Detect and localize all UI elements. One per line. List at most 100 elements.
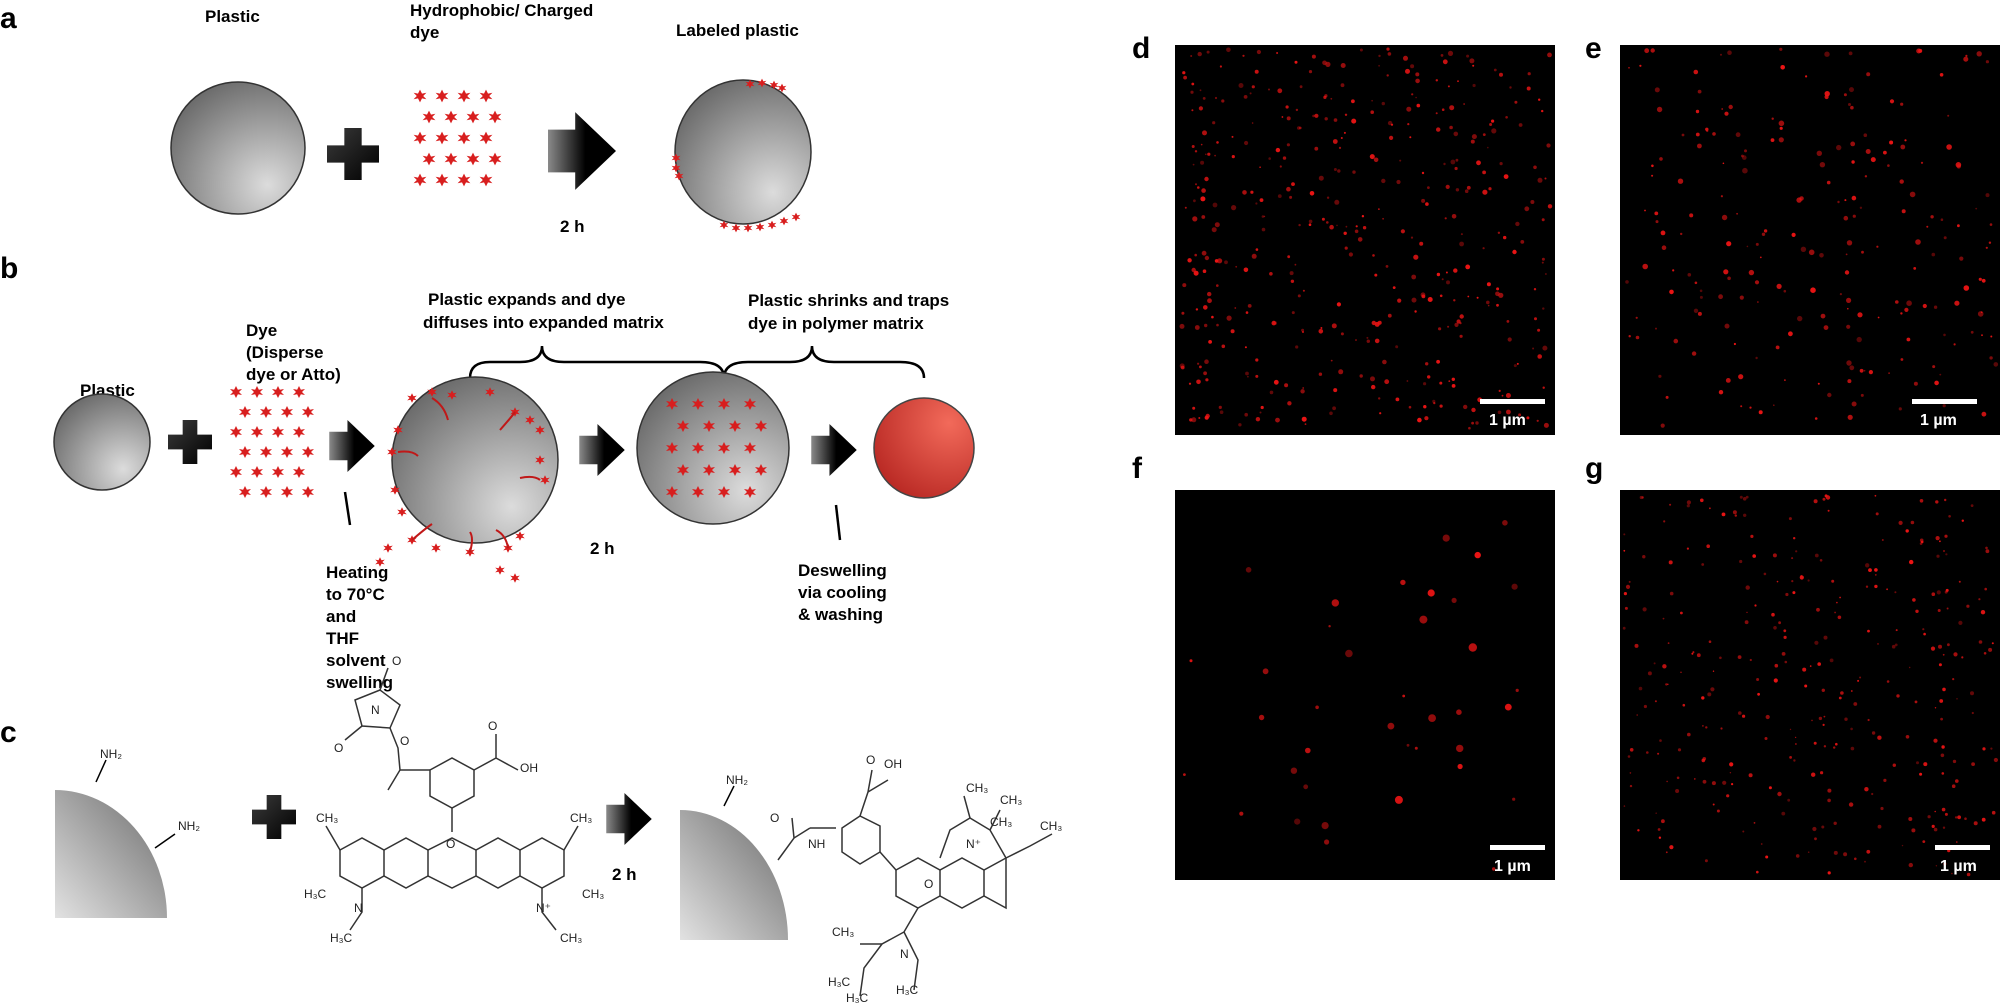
fluorescent-spot [1463,103,1465,105]
fluorescent-spot [1978,598,1981,601]
fluorescent-spot [1541,261,1544,264]
fluorescent-spot [1413,254,1419,260]
fluorescent-spot [1526,416,1530,420]
dye-molecule-icon [422,152,436,166]
fluorescent-spot [1410,236,1414,239]
fluorescent-spot [1691,652,1694,655]
fluorescent-spot [1351,118,1357,124]
fluorescent-spot [1340,137,1343,139]
dye-molecule-icon [767,220,777,230]
dye-molecule-icon [260,446,272,458]
fluorescent-spot [1410,64,1415,69]
fluorescent-spot [1197,362,1200,365]
fluorescent-spot [1942,826,1946,829]
fluorescent-spot [1776,283,1782,289]
fluorescent-spot [1468,426,1471,430]
panel-label-e: e [1585,32,1602,65]
fluorescent-spot [1865,585,1869,588]
fluorescent-spot [1493,68,1497,72]
fluorescent-spot [1638,686,1643,691]
fluorescent-spot [1629,772,1632,774]
fluorescent-spot [1660,423,1665,428]
fluorescent-spot [1823,325,1829,330]
fluorescent-spot [1702,725,1704,727]
fluorescent-spot [1305,747,1311,754]
fluorescent-spot [1427,186,1430,190]
fluorescent-spot [1838,696,1842,700]
fluorescent-spot [1352,170,1356,174]
fluorescent-spot [1381,101,1386,106]
fluorescent-spot [1191,82,1195,86]
dye-molecule-icon [435,173,449,187]
fluorescent-spot [1497,231,1501,234]
arrow-icon [579,424,625,476]
fluorescent-spot [1662,617,1665,620]
chem-o-1: O [392,654,401,668]
fluorescent-spot [1187,258,1192,263]
fluorescent-spot [1258,714,1265,721]
fluorescent-spot [1340,83,1345,88]
fluorescent-spot [1985,246,1988,249]
fluorescent-spot [1331,599,1340,607]
fluorescent-spot [1763,229,1768,233]
fluorescent-spot [1472,83,1476,88]
fluorescent-spot [1883,150,1887,155]
fluorescent-spot [1322,60,1327,66]
fluorescent-spot [1387,120,1393,126]
fluorescent-spot [1650,48,1655,53]
fluorescent-spot [1211,227,1217,233]
heating-label-line3: and [326,607,356,626]
fluorescent-spot [1742,714,1746,718]
fluorescent-spot [1775,345,1780,350]
fluorescent-spot [1536,419,1539,422]
fluorescent-spot [1850,690,1853,692]
fluorescent-spot [1504,703,1512,711]
fluorescent-spot [1268,88,1270,91]
fluorescent-spot [1203,305,1208,310]
fluorescent-spot [1809,665,1812,667]
fluorescent-spot [1993,757,1998,763]
fluorescent-spot [1771,117,1774,120]
fluorescent-spot [1359,374,1363,378]
fluorescent-spot [1827,871,1831,875]
fluorescent-spot [1946,607,1949,610]
fluorescent-spot [1547,204,1553,209]
fluorescent-spot [1694,281,1698,285]
fluorescent-spot [1963,285,1970,291]
fluorescent-spot [1205,378,1209,382]
fluorescent-spot [1454,166,1458,171]
fluorescent-spot [1942,653,1945,656]
fluorescent-spot [1655,327,1657,330]
fluorescent-spot [1833,746,1836,749]
fluorescent-spot [1218,405,1222,409]
fluorescent-spot [1916,761,1919,765]
panel-label-a: a [0,2,17,35]
fluorescent-spot [1374,338,1380,344]
fluorescent-spot [1914,700,1918,704]
fluorescent-spot [1755,356,1758,360]
fluorescent-spot [1182,283,1187,288]
fluorescent-spot [1208,340,1212,344]
fluorescent-spot [1904,307,1909,312]
fluorescent-spot [1665,683,1668,686]
fluorescent-spot [1475,421,1479,425]
fluorescent-spot [1212,202,1218,208]
fluorescent-spot [1541,218,1545,222]
fluorescent-spot [1191,267,1196,273]
fluorescent-spot [1748,773,1753,778]
fluorescent-spot [1985,193,1990,198]
fluorescent-spot [1214,96,1218,100]
fluorescent-spot [1204,359,1209,365]
amine-label-1: NH₂ [100,747,122,761]
dye-molecule-icon [479,131,493,145]
fluorescent-spot [1793,537,1796,540]
fluorescent-spot [1964,817,1967,820]
fluorescent-spot [1259,198,1264,203]
fluorescent-spot [1749,658,1752,662]
fluorescent-spot [1970,330,1974,334]
fluorescent-spot [1857,312,1863,318]
fluorescent-spot [1961,519,1965,522]
fluorescent-spot [1198,106,1203,111]
fluorescent-spot [1202,97,1206,100]
fluorescent-spot [1436,127,1441,132]
